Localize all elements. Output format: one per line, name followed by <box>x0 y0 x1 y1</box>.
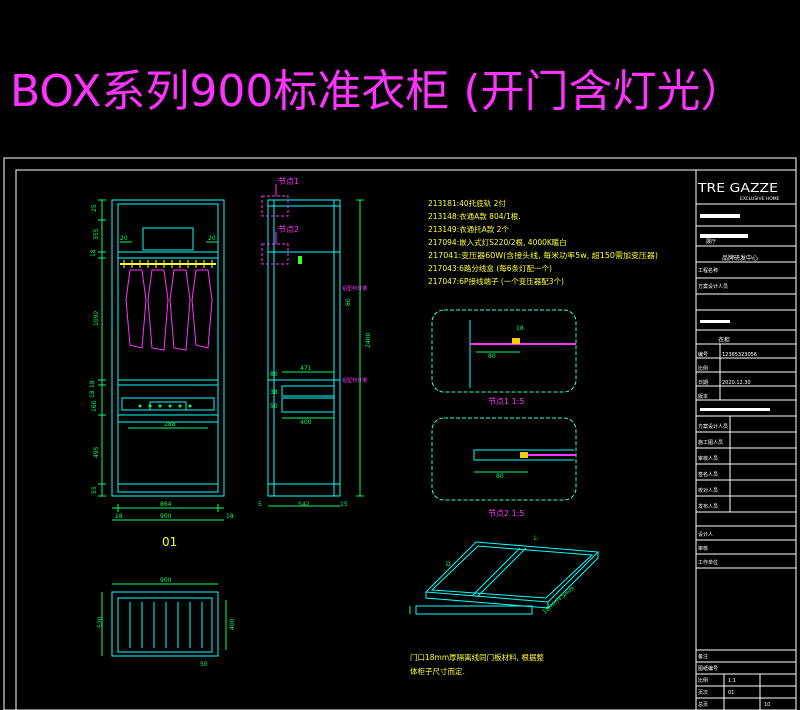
tb-field-label: 比例 <box>698 365 708 372</box>
dim-side-d7: 5 <box>258 501 262 508</box>
dim-side-height: 2400 <box>365 333 372 348</box>
tb-bottom-label: 备注 <box>698 653 708 660</box>
note-item: 217047:6P接线端子 (一个变压器配3个) <box>428 276 564 286</box>
tb-bottom-value: 1:1 <box>728 678 736 684</box>
plan-view: 900 520 400 50 <box>97 577 236 668</box>
front-view-label: 01 <box>162 535 177 549</box>
plan-dim-width: 900 <box>160 577 172 584</box>
tb-bottom-value: 10 <box>764 702 770 708</box>
footnote-line-2: 体柜子尺寸而定. <box>410 666 465 676</box>
plan-dim-inner: 400 <box>229 618 236 630</box>
dim-front-m1: 18 <box>89 380 96 388</box>
tb-row: 发布人员 <box>698 503 718 510</box>
tb-bottom-label: 工作单位 <box>698 559 718 566</box>
drawing-title: BOX系列900标准衣柜 (开门含灯光） <box>10 66 745 117</box>
footnote-line-1: 门口18mm厚隔离线同门板材料, 根据整 <box>410 652 544 662</box>
tb-field-value: 12365323056 <box>722 352 757 358</box>
tb-row: 校对人员 <box>698 487 718 494</box>
detail-node1: 80 18 节点1 1:5 <box>431 309 577 406</box>
dim-side-depth-total: 542 <box>298 501 310 508</box>
note-item: 217041:变压器60W(含接头线, 每米功率5w, 超150需加变压器) <box>428 250 658 260</box>
tb-field-label: 工程名称 <box>698 267 718 274</box>
detail2-dim: 80 <box>496 473 504 480</box>
dim-front-m3: 160 <box>91 400 98 412</box>
plan-dim-depth: 520 <box>97 616 104 628</box>
note-item: 217094:嵌入式灯S220/2根, 4000K暖白 <box>428 237 567 247</box>
tb-bottom-value: 01 <box>728 690 734 696</box>
detail1-dim: 80 <box>488 353 496 360</box>
dim-front-inner-width: 864 <box>160 501 172 508</box>
detail1-ann: 18 <box>516 325 524 332</box>
dim-front-top: 25 <box>91 204 98 212</box>
detail2-label: 节点2 1:5 <box>488 509 525 518</box>
dim-side-d5: 50 <box>270 403 278 410</box>
tb-bottom-label: 页次 <box>698 689 708 696</box>
iso-dim-side: 18mm+5mm <box>541 585 576 616</box>
dim-side-d3: 80 <box>270 371 278 378</box>
plan-dim-bottom: 50 <box>200 661 208 668</box>
dim-front-base: 55 <box>91 486 98 494</box>
node2-callout: 节点2 <box>278 225 299 234</box>
dim-side-depth-inner: 400 <box>300 419 312 426</box>
tb-bottom-label: 审核 <box>698 545 708 552</box>
dim-front-drawer: 288 <box>164 421 176 428</box>
dim-front-rail-r: 20 <box>208 235 216 242</box>
dim-front-gap: 18 <box>90 249 97 257</box>
note-item: 213148:衣通A款 804/1根. <box>428 211 521 221</box>
tb-center: 品牌研发中心 <box>722 254 758 262</box>
dim-front-side-l: 18 <box>115 513 123 520</box>
dim-side-d6: 15 <box>340 501 348 508</box>
side-label-2: 铝型材灯槽 <box>342 377 367 384</box>
tb-bottom-label: 比例 <box>698 677 708 684</box>
tb-bottom-label: 总页 <box>698 701 708 708</box>
note-item: 213149:衣通托A款 2个 <box>428 224 509 234</box>
brand-logo-sub: EXCLUSIVE HOME <box>740 196 780 202</box>
side-view: 节点1 节点2 2400 80 471 80 38 50 400 542 15 … <box>258 177 372 508</box>
tb-row: 施工图人员 <box>698 439 723 446</box>
tb-field-label: 日期 <box>698 380 708 386</box>
tb-bottom-label: 图纸编号 <box>698 665 718 672</box>
material-notes: 213181:40托底轨 2付 213148:衣通A款 804/1根. 2131… <box>428 198 658 286</box>
iso-dim-d: D <box>446 561 451 568</box>
note-item: 217043:6路分线盒 (每6条灯配一个) <box>428 263 552 273</box>
detail1-label: 节点1 1:5 <box>488 397 525 406</box>
side-label-1: 铝型材灯槽 <box>342 285 367 292</box>
dim-side-d4: 38 <box>270 389 278 396</box>
tb-field-value: 2020.12.30 <box>722 380 751 386</box>
tb-bottom-label: 设计人 <box>698 531 713 538</box>
dim-front-hanging: 1092 <box>93 311 100 326</box>
tb-field-label: 衣柜 <box>718 336 730 344</box>
tb-field-label: 编号 <box>698 351 708 358</box>
dim-side-d1: 80 <box>345 298 352 306</box>
dim-side-d2: 471 <box>300 365 312 372</box>
node1-callout: 节点1 <box>278 177 299 186</box>
dim-front-rail-l: 20 <box>120 235 128 242</box>
brand-logo: TRE GAZZE <box>697 181 778 195</box>
tb-row: 审核人员 <box>698 455 718 462</box>
title-block: TRE GAZZE EXCLUSIVE HOME 品牌研发中心 工程名称 展厅 … <box>695 170 796 710</box>
tb-field-label: 版本 <box>698 393 708 400</box>
dim-front-side-r: 18 <box>226 513 234 520</box>
dim-front-m2: 18 <box>89 390 96 398</box>
detail-node2: 80 节点2 1:5 <box>431 417 577 518</box>
dim-front-lower: 495 <box>93 446 100 458</box>
tb-row: 签名人员 <box>698 471 718 478</box>
tb-field-label: 方案设计人员 <box>698 283 728 290</box>
iso-frame <box>409 541 600 615</box>
iso-dim-w: L <box>534 535 538 542</box>
dim-front-upper: 355 <box>93 228 100 240</box>
tb-field-value: 展厅 <box>706 239 716 245</box>
dim-front-overall-width: 900 <box>160 513 172 520</box>
note-item: 213181:40托底轨 2付 <box>428 198 506 208</box>
front-view: 25 355 18 1092 18 18 160 495 55 864 900 … <box>89 199 234 549</box>
tb-row: 方案设计人员 <box>698 423 728 430</box>
